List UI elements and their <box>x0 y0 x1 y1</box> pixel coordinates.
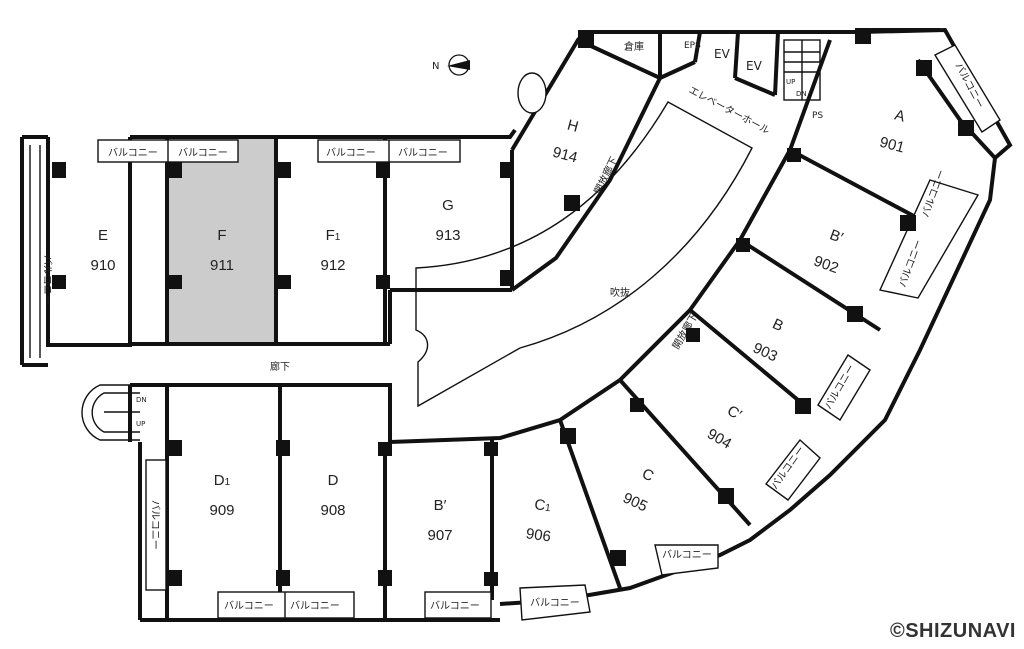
balcony-label: バルコニー <box>530 597 580 609</box>
unit-908: D 908 <box>320 472 345 519</box>
balcony-label: バルコニー <box>662 549 712 561</box>
unit-number-label: 910 <box>90 257 115 274</box>
north-arrow-icon: N <box>432 54 470 76</box>
ps-label: PS <box>812 111 823 121</box>
unit-909: D1 909 <box>209 472 234 519</box>
balcony-905 <box>654 544 719 576</box>
unit-type-label: H <box>565 117 580 136</box>
unit-type-label: C <box>639 465 656 485</box>
unit-number-label: 909 <box>209 502 234 519</box>
unit-type-label: B′ <box>827 226 845 246</box>
storage-label: 倉庫 <box>624 40 644 53</box>
balcony-label: バルコニー <box>224 600 274 612</box>
elevator-hall-label: エレベーターホール <box>687 84 772 137</box>
unit-type-label: F <box>217 227 226 244</box>
balcony-914 <box>517 72 547 114</box>
unit-type-subscript: 1 <box>335 232 341 243</box>
unit-901-walls <box>859 27 1013 161</box>
unit-number-label: 908 <box>320 502 345 519</box>
unit-911-highlight <box>167 137 276 344</box>
stair-dn-label: DN <box>136 396 147 404</box>
unit-type-label: B′ <box>434 497 447 514</box>
outer-wall-upper <box>130 128 517 139</box>
balcony-901 <box>934 44 1001 133</box>
unit-number-label: 901 <box>878 134 907 157</box>
balcony-label: バルコニー <box>326 147 376 159</box>
unit-type-subscript: 1 <box>225 477 231 488</box>
unit-type-label: E <box>98 227 108 244</box>
unit-number-label: 905 <box>620 489 650 515</box>
atrium-void <box>415 101 753 408</box>
unit-number-label: 906 <box>525 525 552 545</box>
balcony-label: バルコニー <box>41 255 53 305</box>
balcony-904 <box>765 438 821 501</box>
pillars-upper <box>52 162 514 289</box>
unit-type-label: B <box>770 315 786 335</box>
unit-901: A 901 <box>878 107 907 157</box>
lower-row-walls <box>130 383 392 442</box>
pillars-right <box>484 28 974 586</box>
right-wing-outer <box>499 157 997 606</box>
unit-type-label: C′ <box>724 402 744 424</box>
unit-914: H 914 <box>551 117 580 167</box>
unit-number-label: 904 <box>704 425 734 452</box>
balcony-label: バルコニー <box>430 600 480 612</box>
balcony-902 <box>879 179 980 299</box>
unit-910: E 910 <box>90 227 115 274</box>
unit-type-subscript: 1 <box>544 503 551 515</box>
ev-label: EV <box>714 47 731 61</box>
unit-906: C1 906 <box>525 496 552 545</box>
stair-dn-label: DN <box>796 90 807 98</box>
unit-number-label: 913 <box>435 227 460 244</box>
unit-914-walls <box>510 37 663 292</box>
right-wing-inner <box>389 39 832 444</box>
balcony-907 <box>424 591 492 619</box>
corridor-label: 廊下 <box>270 360 290 373</box>
ev-label: EV <box>746 59 763 73</box>
unit-type-label: G <box>442 197 454 214</box>
unit-913: G 913 <box>435 197 460 244</box>
balcony-906 <box>519 584 591 621</box>
unit-911: F 911 <box>210 227 234 274</box>
balcony-908-909 <box>217 591 355 619</box>
unit-type-label: A <box>893 107 907 126</box>
unit-number-label: 912 <box>320 257 345 274</box>
unit-type-label: D <box>328 472 339 489</box>
unit-number-label: 902 <box>811 253 840 278</box>
balcony-label: バルコニー <box>398 147 448 159</box>
open-corridor-label: 開放廊下 <box>591 155 620 197</box>
balcony-label: バルコニー <box>149 500 161 550</box>
balcony-label: バルコニー <box>178 147 228 159</box>
unit-type-label: F1 <box>326 227 341 244</box>
eps-label: EPS <box>684 41 701 51</box>
balcony-909-side <box>145 459 167 591</box>
stair-up-label: UP <box>136 420 145 428</box>
unit-905: C 905 <box>620 465 656 515</box>
unit-907: B′ 907 <box>427 497 452 544</box>
unit-902: B′ 902 <box>811 226 845 278</box>
lower-stair <box>81 384 140 441</box>
unit-904: C′904 <box>704 402 744 452</box>
balcony-label: バルコニー <box>108 147 158 159</box>
north-label: N <box>432 61 439 72</box>
pillars-lower <box>168 440 392 586</box>
balcony-903 <box>817 354 871 421</box>
unit-number-label: 911 <box>210 257 234 274</box>
balcony-label: バルコニー <box>290 600 340 612</box>
unit-type-label: C1 <box>533 496 552 515</box>
unit-912: F1 912 <box>320 227 345 274</box>
unit-number-label: 907 <box>427 527 452 544</box>
unit-type-label: D1 <box>214 472 231 489</box>
unit-number-label: 914 <box>551 144 580 167</box>
atrium-label: 吹抜 <box>610 286 630 299</box>
stair-up-label: UP <box>786 78 795 86</box>
copyright-text: ©SHIZUNAVI <box>889 620 1016 642</box>
